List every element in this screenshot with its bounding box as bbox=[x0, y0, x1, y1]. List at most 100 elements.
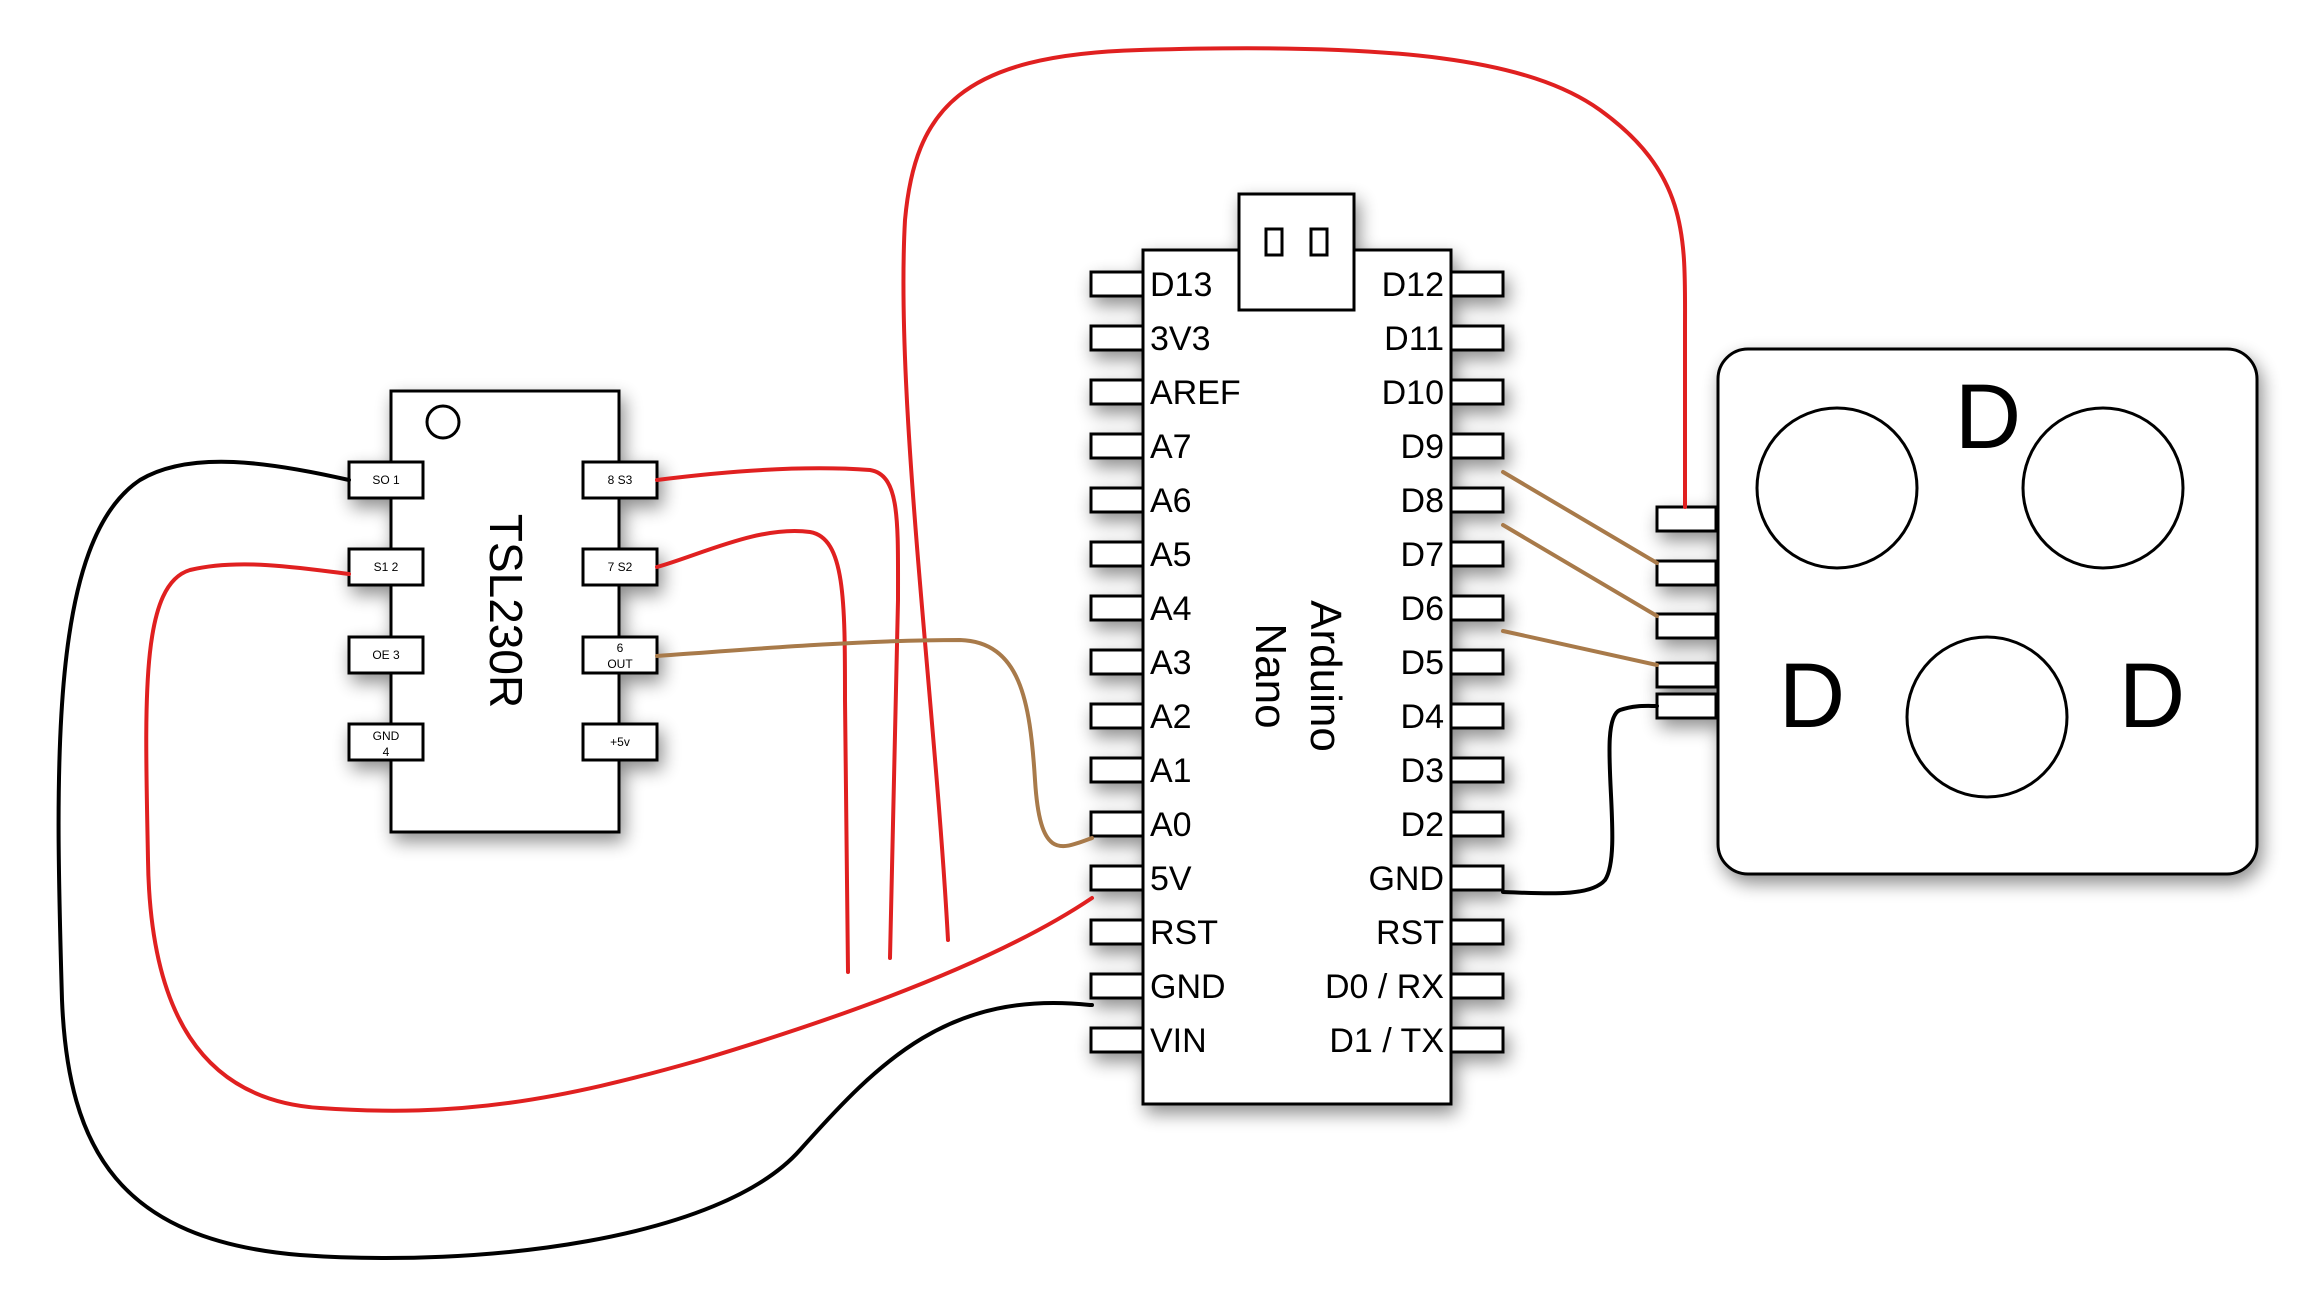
pin-label: D6 bbox=[1401, 590, 1444, 628]
nano-pin-right-d1-tx: D1 / TX bbox=[1329, 1022, 1505, 1060]
pin-label: RST bbox=[1376, 914, 1444, 952]
tsl230r-pin-s2: 7 S2 bbox=[581, 547, 659, 587]
tsl230r-pin-s1: S1 2 bbox=[347, 547, 425, 587]
pin-label: D10 bbox=[1382, 374, 1444, 412]
nano-pin-right-d3: D3 bbox=[1401, 752, 1505, 790]
pin-label: D5 bbox=[1401, 644, 1444, 682]
led-circle-top-left bbox=[1755, 406, 1919, 570]
led-circle-top-right bbox=[2021, 406, 2185, 570]
pin-label: D1 / TX bbox=[1329, 1022, 1444, 1060]
nano-pin-right-d5: D5 bbox=[1401, 644, 1505, 682]
pin-label: AREF bbox=[1150, 374, 1241, 412]
wire-red-s3 bbox=[655, 466, 901, 960]
pin-label: A7 bbox=[1150, 428, 1192, 466]
nano-pin-left-a0: A0 bbox=[1089, 806, 1192, 844]
nano-pin-left-3v3: 3V3 bbox=[1089, 320, 1211, 358]
pin-label: D2 bbox=[1401, 806, 1444, 844]
led-label-left: D bbox=[1779, 645, 1845, 747]
pin-label: A2 bbox=[1150, 698, 1192, 736]
tsl230r-pin-5v: +5v bbox=[581, 722, 659, 762]
nano-pin-left-a7: A7 bbox=[1089, 428, 1192, 466]
tsl230r-pin-so1: SO 1 bbox=[347, 460, 425, 500]
nano-pin-left-rst: RST bbox=[1089, 914, 1218, 952]
nano-pin-right-rst: RST bbox=[1376, 914, 1505, 952]
pin-label: D11 bbox=[1384, 320, 1444, 358]
pin-label: 3V3 bbox=[1150, 320, 1211, 358]
nano-pin-left-vin: VIN bbox=[1089, 1022, 1207, 1060]
tsl230r-notch bbox=[425, 404, 461, 440]
pin-label: D8 bbox=[1401, 482, 1444, 520]
wire-black-led-gnd bbox=[1501, 703, 1659, 896]
wire-red-s2 bbox=[655, 529, 850, 974]
pin-label: D3 bbox=[1401, 752, 1444, 790]
pin-label: A5 bbox=[1150, 536, 1192, 574]
led-label-top: D bbox=[1955, 366, 2021, 468]
pin-label: D13 bbox=[1150, 266, 1212, 304]
pin-label: +5v bbox=[610, 735, 630, 749]
nano-pin-right-d7: D7 bbox=[1401, 536, 1505, 574]
nano-pin-left-a6: A6 bbox=[1089, 482, 1192, 520]
nano-pin-left-a3: A3 bbox=[1089, 644, 1192, 682]
wire-brown-out-a0 bbox=[655, 637, 1094, 849]
led-circle-bottom bbox=[1905, 635, 2069, 799]
tsl230r-body bbox=[389, 389, 621, 834]
pin-label: D12 bbox=[1382, 266, 1444, 304]
pin-label: A6 bbox=[1150, 482, 1192, 520]
nano-pin-left-aref: AREF bbox=[1089, 374, 1241, 412]
pin-label: D9 bbox=[1401, 428, 1444, 466]
pin-label: OE 3 bbox=[372, 648, 400, 662]
nano-pin-right-d11: D11 bbox=[1384, 320, 1505, 358]
pin-label: VIN bbox=[1150, 1022, 1207, 1060]
pin-label: S1 2 bbox=[374, 560, 399, 574]
nano-pin-left-d13: D13 bbox=[1089, 266, 1212, 304]
wire-red-led-vcc bbox=[901, 46, 1688, 942]
nano-name-line2: Nano bbox=[1246, 623, 1295, 728]
pin-label: A3 bbox=[1150, 644, 1192, 682]
nano-pin-right-d0-rx: D0 / RX bbox=[1325, 968, 1505, 1006]
pin-label: GND bbox=[1150, 968, 1226, 1006]
wires bbox=[56, 46, 1688, 1260]
pin-label: D4 bbox=[1401, 698, 1444, 736]
wire-brown-d8 bbox=[1501, 523, 1659, 618]
nano-pin-left-5v: 5V bbox=[1089, 860, 1192, 898]
usb-connector bbox=[1237, 192, 1356, 312]
nano-pin-left-a4: A4 bbox=[1089, 590, 1192, 628]
wire-brown-d6 bbox=[1501, 629, 1659, 667]
wire-red-s1-5v bbox=[144, 562, 1094, 1113]
tsl230r-pin-out: 6 OUT bbox=[581, 635, 659, 675]
tsl230r-pin-gnd: GND 4 bbox=[347, 722, 425, 762]
pin-sublabel: OUT bbox=[607, 657, 633, 671]
nano-pin-right-d2: D2 bbox=[1401, 806, 1505, 844]
pin-label: SO 1 bbox=[372, 473, 400, 487]
pin-label: A1 bbox=[1150, 752, 1192, 790]
nano-pin-right-d12: D12 bbox=[1382, 266, 1505, 304]
nano-body bbox=[1141, 248, 1453, 1106]
nano-pin-right-d6: D6 bbox=[1401, 590, 1505, 628]
pin-label: 7 S2 bbox=[608, 560, 633, 574]
nano-pin-right-d8: D8 bbox=[1401, 482, 1505, 520]
led-module-pins bbox=[1655, 505, 1718, 720]
nano-pin-right-d10: D10 bbox=[1382, 374, 1505, 412]
nano-pin-left-a2: A2 bbox=[1089, 698, 1192, 736]
pin-label: D0 / RX bbox=[1325, 968, 1444, 1006]
tsl230r-pin-s3: 8 S3 bbox=[581, 460, 659, 500]
pin-label: RST bbox=[1150, 914, 1218, 952]
pin-label: GND bbox=[373, 729, 400, 743]
pin-label: 8 S3 bbox=[608, 473, 633, 487]
tsl230r-name: TSL230R bbox=[480, 514, 532, 708]
wire-brown-d9 bbox=[1501, 470, 1659, 565]
nano-pin-right-d4: D4 bbox=[1401, 698, 1505, 736]
nano-pin-right-gnd: GND bbox=[1368, 860, 1505, 898]
led-label-right: D bbox=[2119, 645, 2185, 747]
pin-label: D7 bbox=[1401, 536, 1444, 574]
nano-pin-left-a1: A1 bbox=[1089, 752, 1192, 790]
nano-pin-left-a5: A5 bbox=[1089, 536, 1192, 574]
tsl230r-chip: SO 1 S1 2 OE 3 GND 4 8 S3 7 S2 6 OUT bbox=[347, 389, 659, 834]
pin-label: A4 bbox=[1150, 590, 1192, 628]
pin-label: 6 bbox=[617, 641, 624, 655]
pin-label: GND bbox=[1368, 860, 1444, 898]
wire-black-so1-gnd bbox=[56, 459, 1094, 1260]
